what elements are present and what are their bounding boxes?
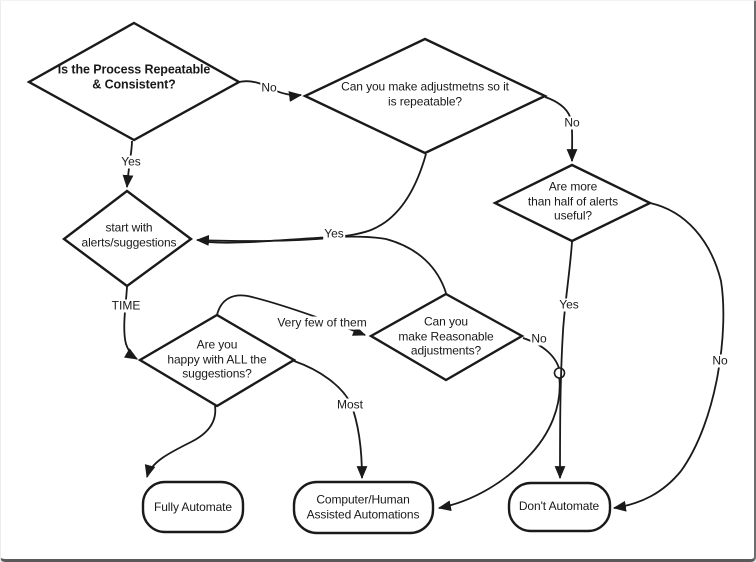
edge-adjustments-yes-to-start-alerts: [195, 153, 427, 246]
decision-half-alerts-useful-shape: [492, 163, 653, 243]
label-line: Don't Automate: [518, 498, 600, 513]
decision-process-repeatable-label: Is the Process Repeatable & Consistent?: [57, 62, 211, 92]
terminal-fully-automate-shape: [141, 480, 245, 534]
line-crossing-hop: [553, 367, 566, 379]
edge-half-useful-yes-to-dont-automate: [554, 241, 573, 480]
edge-label-yes-half-useful: Yes: [558, 297, 580, 312]
label-line: useful?: [553, 208, 592, 223]
label-line: adjustments?: [410, 343, 482, 358]
decision-make-adjustments-repeatable-label: Can you make adjustmetns so it is repeat…: [341, 80, 509, 109]
label-line: alerts/suggestions: [81, 235, 177, 249]
label-line: Is the Process Repeatable: [57, 62, 211, 77]
label-line: suggestions?: [182, 366, 252, 381]
decision-process-repeatable-shape: [26, 21, 242, 142]
label-line: Assisted Automations: [306, 507, 420, 521]
label-line: & Consistent?: [92, 77, 176, 91]
edge-reasonable-no-to-assisted-automations: [437, 374, 561, 512]
label-line: Fully Automate: [154, 499, 232, 514]
label-line: Are you: [196, 337, 238, 352]
terminal-assisted-automations-label: Computer/Human Assisted Automations: [307, 493, 420, 522]
label-line: is repeatable?: [388, 94, 462, 108]
terminal-assisted-automations-shape: [292, 480, 435, 535]
decision-reasonable-adjustments-shape: [368, 292, 525, 382]
decision-make-adjustments-repeatable-shape: [302, 37, 548, 155]
edge-label-yes-adjustments: Yes: [323, 226, 345, 241]
decision-happy-with-suggestions-label: Are you happy with ALL the suggestions?: [167, 337, 266, 381]
edge-label-no-repeatable: No: [260, 80, 278, 95]
label-line: than half of alerts: [527, 193, 619, 208]
edge-label-no-half-useful: No: [711, 353, 729, 368]
label-line: happy with ALL the: [167, 351, 267, 366]
decision-reasonable-adjustments-label: Can you make Reasonable adjustments?: [398, 314, 493, 358]
process-start-with-alerts-shape: [62, 189, 194, 288]
label-line: Can you: [423, 314, 468, 329]
edge-half-useful-no-to-dont-automate: [612, 202, 725, 512]
edge-label-time: TIME: [110, 298, 142, 313]
edge-reasonable-to-start-alerts: [206, 235, 447, 294]
label-line: Computer/Human: [316, 492, 410, 507]
label-line: make Reasonable: [398, 328, 494, 343]
terminal-dont-automate-shape: [507, 481, 612, 533]
decision-half-alerts-useful-label: Are more than half of alerts useful?: [528, 179, 618, 223]
terminal-fully-automate-label: Fully Automate: [154, 500, 232, 515]
edge-label-no-reasonable: No: [530, 331, 548, 346]
edge-label-very-few-of-them: Very few of them: [276, 315, 368, 330]
edge-yes-to-fully-automate: [144, 405, 217, 479]
edge-label-most: Most: [335, 397, 365, 412]
edge-most-to-assisted-automations: [293, 360, 368, 480]
decision-happy-with-suggestions-shape: [137, 313, 297, 408]
terminal-dont-automate-label: Don't Automate: [519, 499, 599, 514]
label-line: start with: [105, 220, 153, 235]
edge-label-no-adjustments: No: [563, 115, 581, 130]
label-line: Can you make adjustmetns so it: [341, 79, 509, 94]
process-start-with-alerts-label: start with alerts/suggestions: [82, 221, 177, 250]
edge-label-yes-repeatable: Yes: [120, 154, 142, 169]
label-line: Are more: [548, 179, 598, 194]
